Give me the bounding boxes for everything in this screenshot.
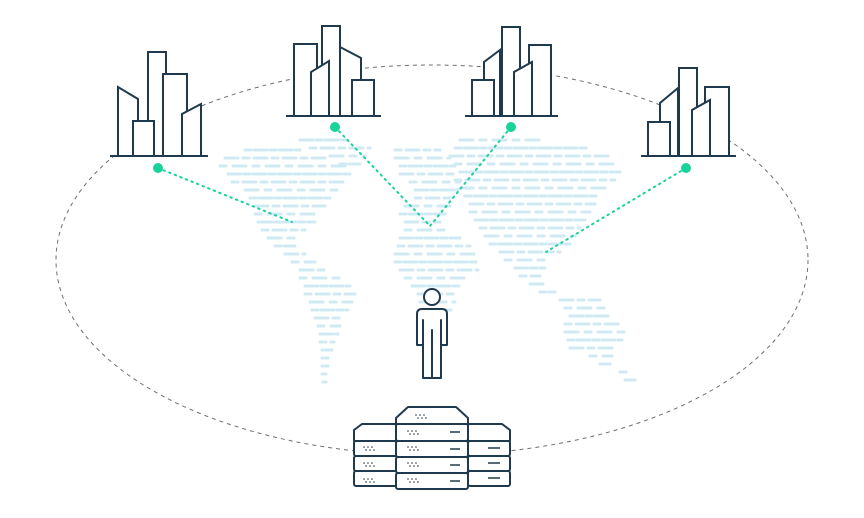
- world-map-background: [218, 138, 637, 384]
- server-led: [371, 446, 373, 448]
- server-led: [413, 433, 415, 435]
- server-led: [411, 478, 413, 480]
- server-led: [419, 414, 421, 416]
- connection-lines: [157, 126, 687, 253]
- city-building-icon: [110, 51, 208, 157]
- server-led: [415, 414, 417, 416]
- server-stack-center: [395, 406, 469, 490]
- server-led: [369, 481, 371, 483]
- server-led: [409, 449, 411, 451]
- server-led: [369, 449, 371, 451]
- server-led: [373, 465, 375, 467]
- server-rack-icon: [353, 406, 511, 490]
- server-led: [409, 481, 411, 483]
- server-led: [413, 481, 415, 483]
- server-led: [407, 462, 409, 464]
- person-icon: [416, 288, 448, 379]
- server-led: [363, 462, 365, 464]
- location-dots: [153, 122, 691, 173]
- server-led: [411, 430, 413, 432]
- server-led: [363, 478, 365, 480]
- server-led: [421, 417, 423, 419]
- server-led: [373, 481, 375, 483]
- city-building-icon: [286, 25, 381, 117]
- location-dot-icon: [506, 122, 516, 132]
- server-led: [415, 462, 417, 464]
- server-stack-right: [467, 423, 511, 487]
- server-led: [417, 433, 419, 435]
- server-led: [371, 478, 373, 480]
- server-led: [425, 417, 427, 419]
- server-led: [367, 446, 369, 448]
- server-led: [417, 449, 419, 451]
- location-dot-icon: [153, 163, 163, 173]
- server-led: [417, 417, 419, 419]
- server-led: [409, 465, 411, 467]
- connection-line-2: [334, 126, 431, 227]
- location-dot-icon: [330, 122, 340, 132]
- server-led: [367, 478, 369, 480]
- server-led: [367, 462, 369, 464]
- server-led: [373, 449, 375, 451]
- connection-line-1: [157, 167, 293, 223]
- server-led: [411, 446, 413, 448]
- server-led: [417, 465, 419, 467]
- server-led: [409, 433, 411, 435]
- city-building-icon: [465, 26, 558, 117]
- server-led: [415, 446, 417, 448]
- server-led: [407, 478, 409, 480]
- server-led: [423, 414, 425, 416]
- server-led: [369, 465, 371, 467]
- server-led: [407, 446, 409, 448]
- city-building-icon: [641, 67, 736, 157]
- server-led: [417, 481, 419, 483]
- server-led: [413, 465, 415, 467]
- server-led: [363, 446, 365, 448]
- server-led: [365, 449, 367, 451]
- server-led: [415, 478, 417, 480]
- server-led: [411, 462, 413, 464]
- server-indicator-lights: [363, 414, 500, 483]
- server-led: [415, 430, 417, 432]
- server-led: [365, 481, 367, 483]
- server-led: [371, 462, 373, 464]
- server-led: [413, 449, 415, 451]
- server-led: [365, 465, 367, 467]
- location-dot-icon: [681, 163, 691, 173]
- server-stack-left: [353, 423, 398, 487]
- server-led: [407, 430, 409, 432]
